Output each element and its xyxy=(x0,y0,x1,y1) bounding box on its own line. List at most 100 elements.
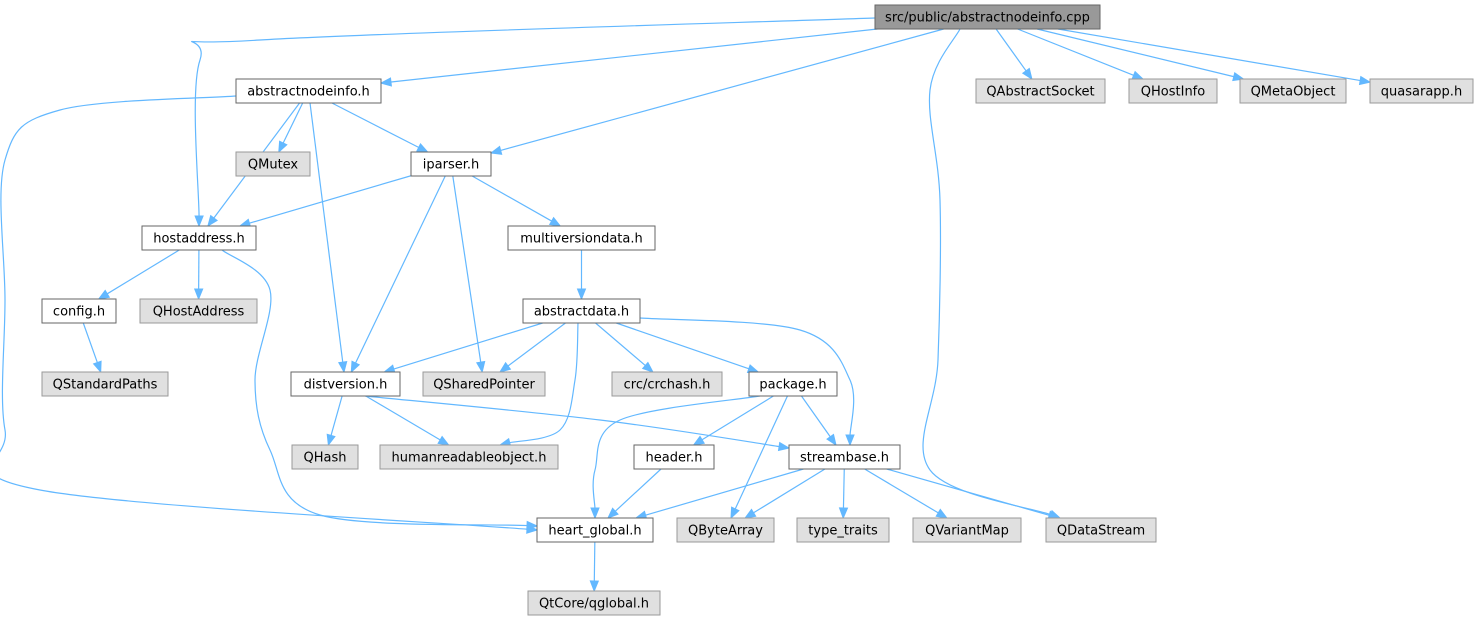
edge-abstractdata_h-to-streambase_h xyxy=(639,317,855,447)
node-multiversiondata-h[interactable]: multiversiondata.h xyxy=(507,225,656,251)
edge-distversion_h-to-streambase_h xyxy=(364,395,791,452)
edge-line xyxy=(886,468,1051,517)
node-label: QMutex xyxy=(248,158,299,173)
node-QStandardPaths: QStandardPaths xyxy=(41,371,169,397)
node-distversion-h[interactable]: distversion.h xyxy=(290,371,401,397)
node-abstractnodeinfo-h[interactable]: abstractnodeinfo.h xyxy=(235,78,382,104)
edge-line xyxy=(639,317,855,437)
edge-line xyxy=(864,468,940,514)
edge-line xyxy=(364,395,781,448)
edge-arrowhead xyxy=(845,434,855,447)
edge-line xyxy=(734,395,788,511)
node-QVariantMap: QVariantMap xyxy=(912,517,1022,543)
edge-arrowhead xyxy=(746,364,760,374)
edge-root-to-quasarapp_h xyxy=(1057,28,1372,86)
edge-line xyxy=(282,102,304,145)
edge-arrowhead xyxy=(590,507,600,520)
node-quasarapp-h: quasarapp.h xyxy=(1369,78,1474,104)
node-box xyxy=(633,444,715,470)
node-box xyxy=(1128,78,1218,104)
node-root[interactable]: src/public/abstractnodeinfo.cpp xyxy=(874,4,1101,30)
edge-arrowhead xyxy=(1358,75,1372,86)
edge-line xyxy=(309,102,344,364)
node-box xyxy=(1045,517,1157,543)
edge-arrowhead xyxy=(576,288,587,301)
node-box xyxy=(874,4,1101,30)
edge-arrowhead xyxy=(826,433,837,447)
edge-distversion_h-to-QHash xyxy=(326,395,343,447)
edge-arrowhead xyxy=(498,361,512,373)
node-label: QDataStream xyxy=(1057,524,1145,539)
edge-abstractnodeinfo_h-to-distversion_h xyxy=(309,102,348,374)
edge-root-to-QHostInfo xyxy=(1017,28,1145,80)
node-config-h[interactable]: config.h xyxy=(41,298,117,324)
node-label: QHostAddress xyxy=(153,305,245,320)
node-iparser-h[interactable]: iparser.h xyxy=(410,151,492,177)
edge-package_h-to-QByteArray xyxy=(730,395,788,520)
edge-config_h-to-QStandardPaths xyxy=(82,322,102,374)
node-box xyxy=(422,371,546,397)
edge-line xyxy=(389,28,878,83)
edge-root-to-iparser_h xyxy=(489,28,944,155)
node-qglobal-h: QtCore/qglobal.h xyxy=(527,590,661,616)
node-QAbstractSocket: QAbstractSocket xyxy=(975,78,1106,104)
edge-abstractnodeinfo_h-to-iparser_h xyxy=(331,102,429,153)
node-label: crc/crchash.h xyxy=(624,378,711,393)
node-streambase-h[interactable]: streambase.h xyxy=(788,444,901,470)
edge-multiversiondata_h-to-abstractdata_h xyxy=(576,250,587,301)
edge-arrowhead xyxy=(350,360,361,374)
node-header-h[interactable]: header.h xyxy=(633,444,715,470)
node-label: QHash xyxy=(304,451,347,466)
edge-arrowhead xyxy=(1131,70,1145,80)
node-label: QHostInfo xyxy=(1141,85,1205,100)
node-type-traits: type_traits xyxy=(796,517,890,543)
edge-abstractdata_h-to-distversion_h xyxy=(383,322,543,374)
edge-line xyxy=(1017,28,1135,77)
node-abstractdata-h[interactable]: abstractdata.h xyxy=(522,298,641,324)
edge-header_h-to-heart_global_h xyxy=(607,468,662,519)
edge-arrowhead xyxy=(475,360,486,374)
node-hostaddress-h[interactable]: hostaddress.h xyxy=(141,225,257,251)
node-package-h[interactable]: package.h xyxy=(748,371,838,397)
node-box xyxy=(235,151,311,177)
edge-arrowhead xyxy=(526,520,539,531)
edge-abstractdata_h-to-QSharedPointer xyxy=(498,322,566,373)
edge-arrowhead xyxy=(278,140,288,154)
node-label: abstractnodeinfo.h xyxy=(247,85,370,100)
edge-line xyxy=(365,395,442,441)
edge-streambase_h-to-type_traits xyxy=(838,468,849,520)
edge-line xyxy=(922,28,1052,516)
edge-line xyxy=(995,28,1028,73)
node-QHostAddress: QHostAddress xyxy=(139,298,258,324)
edge-line xyxy=(644,468,804,517)
node-label: type_traits xyxy=(808,524,878,539)
node-label: src/public/abstractnodeinfo.cpp xyxy=(885,11,1090,26)
edge-arrowhead xyxy=(92,360,102,374)
node-label: QStandardPaths xyxy=(53,378,158,393)
node-heart-global-h[interactable]: heart_global.h xyxy=(536,517,654,543)
edge-line xyxy=(593,541,596,583)
edge-line xyxy=(1057,28,1362,82)
node-label: QSharedPointer xyxy=(433,378,535,393)
node-label: package.h xyxy=(759,378,826,393)
edge-line xyxy=(82,322,99,364)
node-QMetaObject: QMetaObject xyxy=(1239,78,1347,104)
edge-distversion_h-to-humanreadableobject_h xyxy=(365,395,450,446)
edge-line xyxy=(842,468,845,510)
node-label: humanreadableobject.h xyxy=(392,451,547,466)
edge-line xyxy=(354,175,446,365)
edge-arrowhead xyxy=(97,289,111,300)
edge-line xyxy=(595,322,647,367)
edge-package_h-to-streambase_h xyxy=(800,395,837,447)
node-label: header.h xyxy=(646,451,703,466)
edge-line xyxy=(106,249,180,295)
edge-package_h-to-heart_global_h xyxy=(590,395,761,520)
edge-line xyxy=(221,249,529,527)
edge-line xyxy=(331,102,420,149)
edge-abstractnodeinfo_h-to-QMutex xyxy=(278,102,304,154)
node-box xyxy=(527,590,661,616)
node-label: multiversiondata.h xyxy=(520,232,643,247)
edge-streambase_h-to-QDataStream xyxy=(886,468,1061,520)
edge-arrowhead xyxy=(777,441,791,452)
